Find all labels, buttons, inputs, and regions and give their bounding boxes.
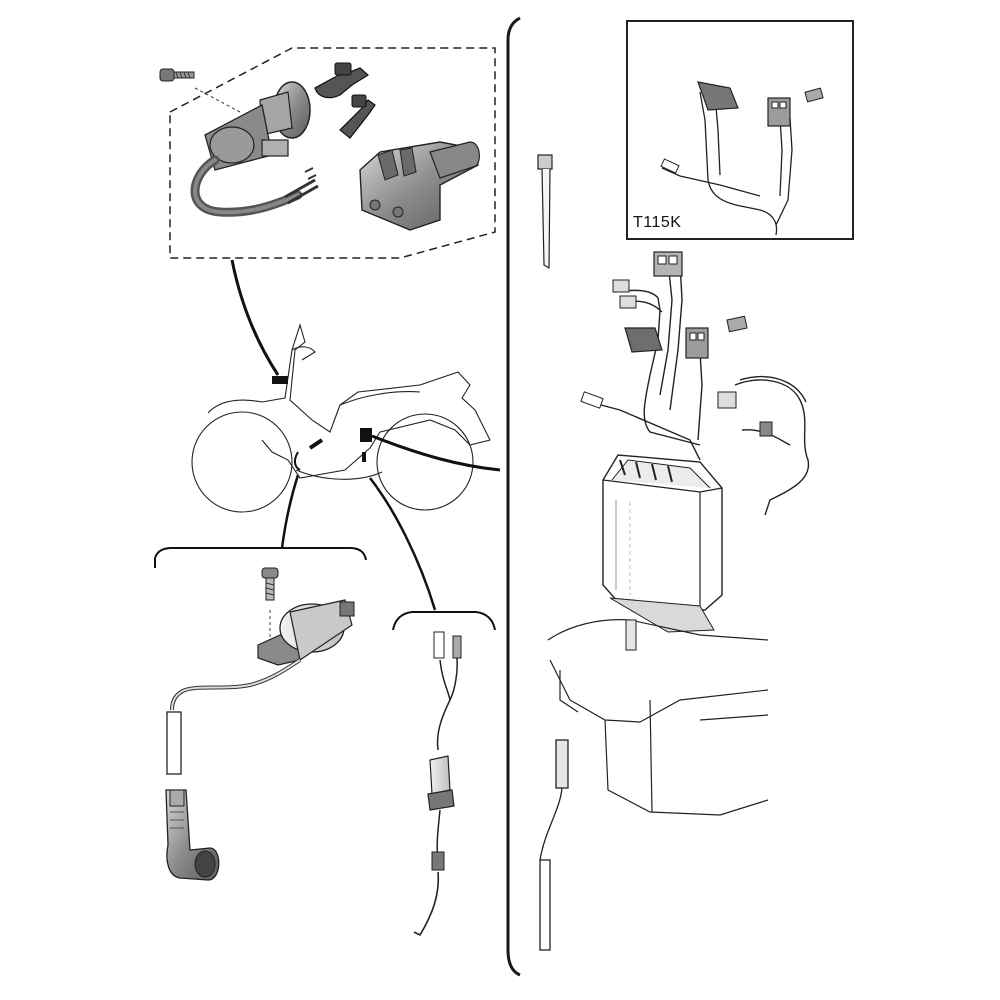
battery-bolt [625,619,637,651]
screw-icon [261,567,279,601]
location-marker [362,452,366,462]
location-marker [272,376,288,384]
cable-tie-icon [537,154,553,270]
temperature-sensor-icon [539,739,569,951]
leader-line-coil [280,474,300,549]
key-icon [339,94,376,139]
ignition-switch-group [159,47,496,259]
dashed-group-outline [169,47,496,259]
ignition-coil-icon [166,567,355,775]
battery-pad [609,597,715,633]
battery-icon [602,454,723,611]
wire-connector-icon [580,251,773,437]
callout-part-code: T115K [633,214,682,231]
motorcycle-outline-icon [191,323,491,513]
fuse-icon [726,315,748,333]
assembly-guide-line [194,87,241,113]
location-marker [360,428,372,442]
section-divider [506,16,521,977]
leader-line-sensor [369,477,437,611]
steering-lock-icon [359,141,480,231]
fuse-icon [804,87,824,103]
spark-plug-cap-icon [165,789,220,881]
key-icon [314,62,370,99]
location-marker [308,438,324,450]
sensor-bracket [392,611,496,631]
ignition-switch-icon [190,81,319,217]
sensor-switch-icon [413,631,462,937]
coil-bracket [154,547,367,568]
leader-line-harness [371,434,501,472]
wire-connector-icon [660,81,791,174]
battery-box-frame [547,619,769,816]
leader-line-ignition [230,259,280,376]
screw-icon [159,68,195,82]
harness-callout-box [626,20,854,240]
